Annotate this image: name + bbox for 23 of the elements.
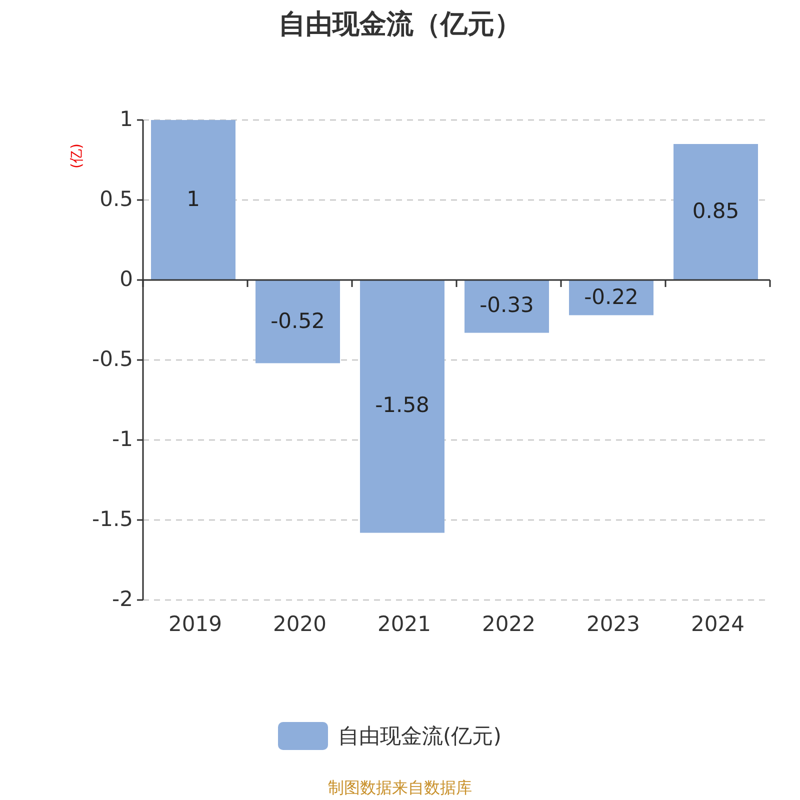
y-tick-label: 0.5: [100, 187, 133, 211]
x-tick-label: 2023: [586, 612, 640, 636]
data-label: -1.58: [375, 393, 430, 418]
x-tick-label: 2021: [378, 612, 431, 636]
y-tick-label: -1: [112, 427, 133, 451]
x-tick-label: 2022: [482, 612, 536, 636]
y-tick-label: -1.5: [92, 507, 133, 531]
x-tick-label: 2019: [168, 612, 222, 636]
x-tick-label: 2024: [691, 612, 744, 636]
y-tick-label: -0.5: [92, 347, 133, 371]
legend-label: 自由现金流(亿元): [338, 723, 502, 750]
axis-title: (亿): [68, 144, 86, 168]
y-tick-label: -2: [112, 587, 133, 611]
source-note: 制图数据来自数据库: [328, 778, 472, 799]
data-label: -0.33: [480, 293, 534, 318]
data-label: 0.85: [692, 199, 740, 223]
y-tick-label: 1: [120, 107, 133, 131]
y-tick-label: 0: [120, 267, 133, 291]
chart-title: 自由现金流（亿元）: [278, 8, 522, 42]
x-tick-label: 2020: [273, 612, 326, 636]
data-label: -0.22: [584, 284, 638, 309]
data-label: 1: [186, 187, 200, 211]
data-label: -0.52: [270, 308, 325, 333]
